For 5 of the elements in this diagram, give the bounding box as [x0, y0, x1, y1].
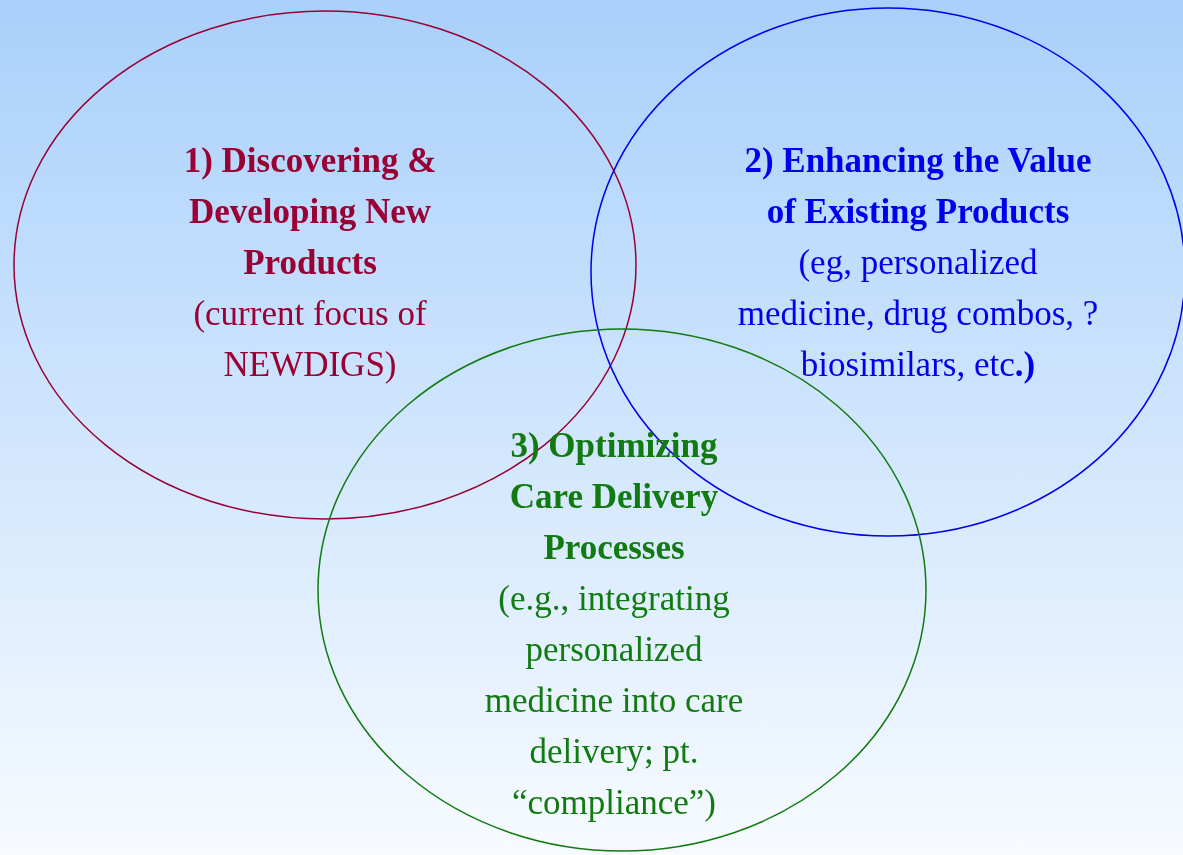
- body-text: (current focus of NEWDIGS): [192, 293, 428, 386]
- body-text: (e.g., integrating personalized medicine into care delivery; pt. “compliance”): [483, 578, 745, 824]
- heading-text: 2) Enhancing the Value of Existing Products: [743, 140, 1093, 233]
- body-text: (eg, personalized medicine, drug combos, ? biosimilars, etc.): [736, 242, 1100, 386]
- heading-text: 1) Discovering & Developing New Products: [182, 140, 438, 284]
